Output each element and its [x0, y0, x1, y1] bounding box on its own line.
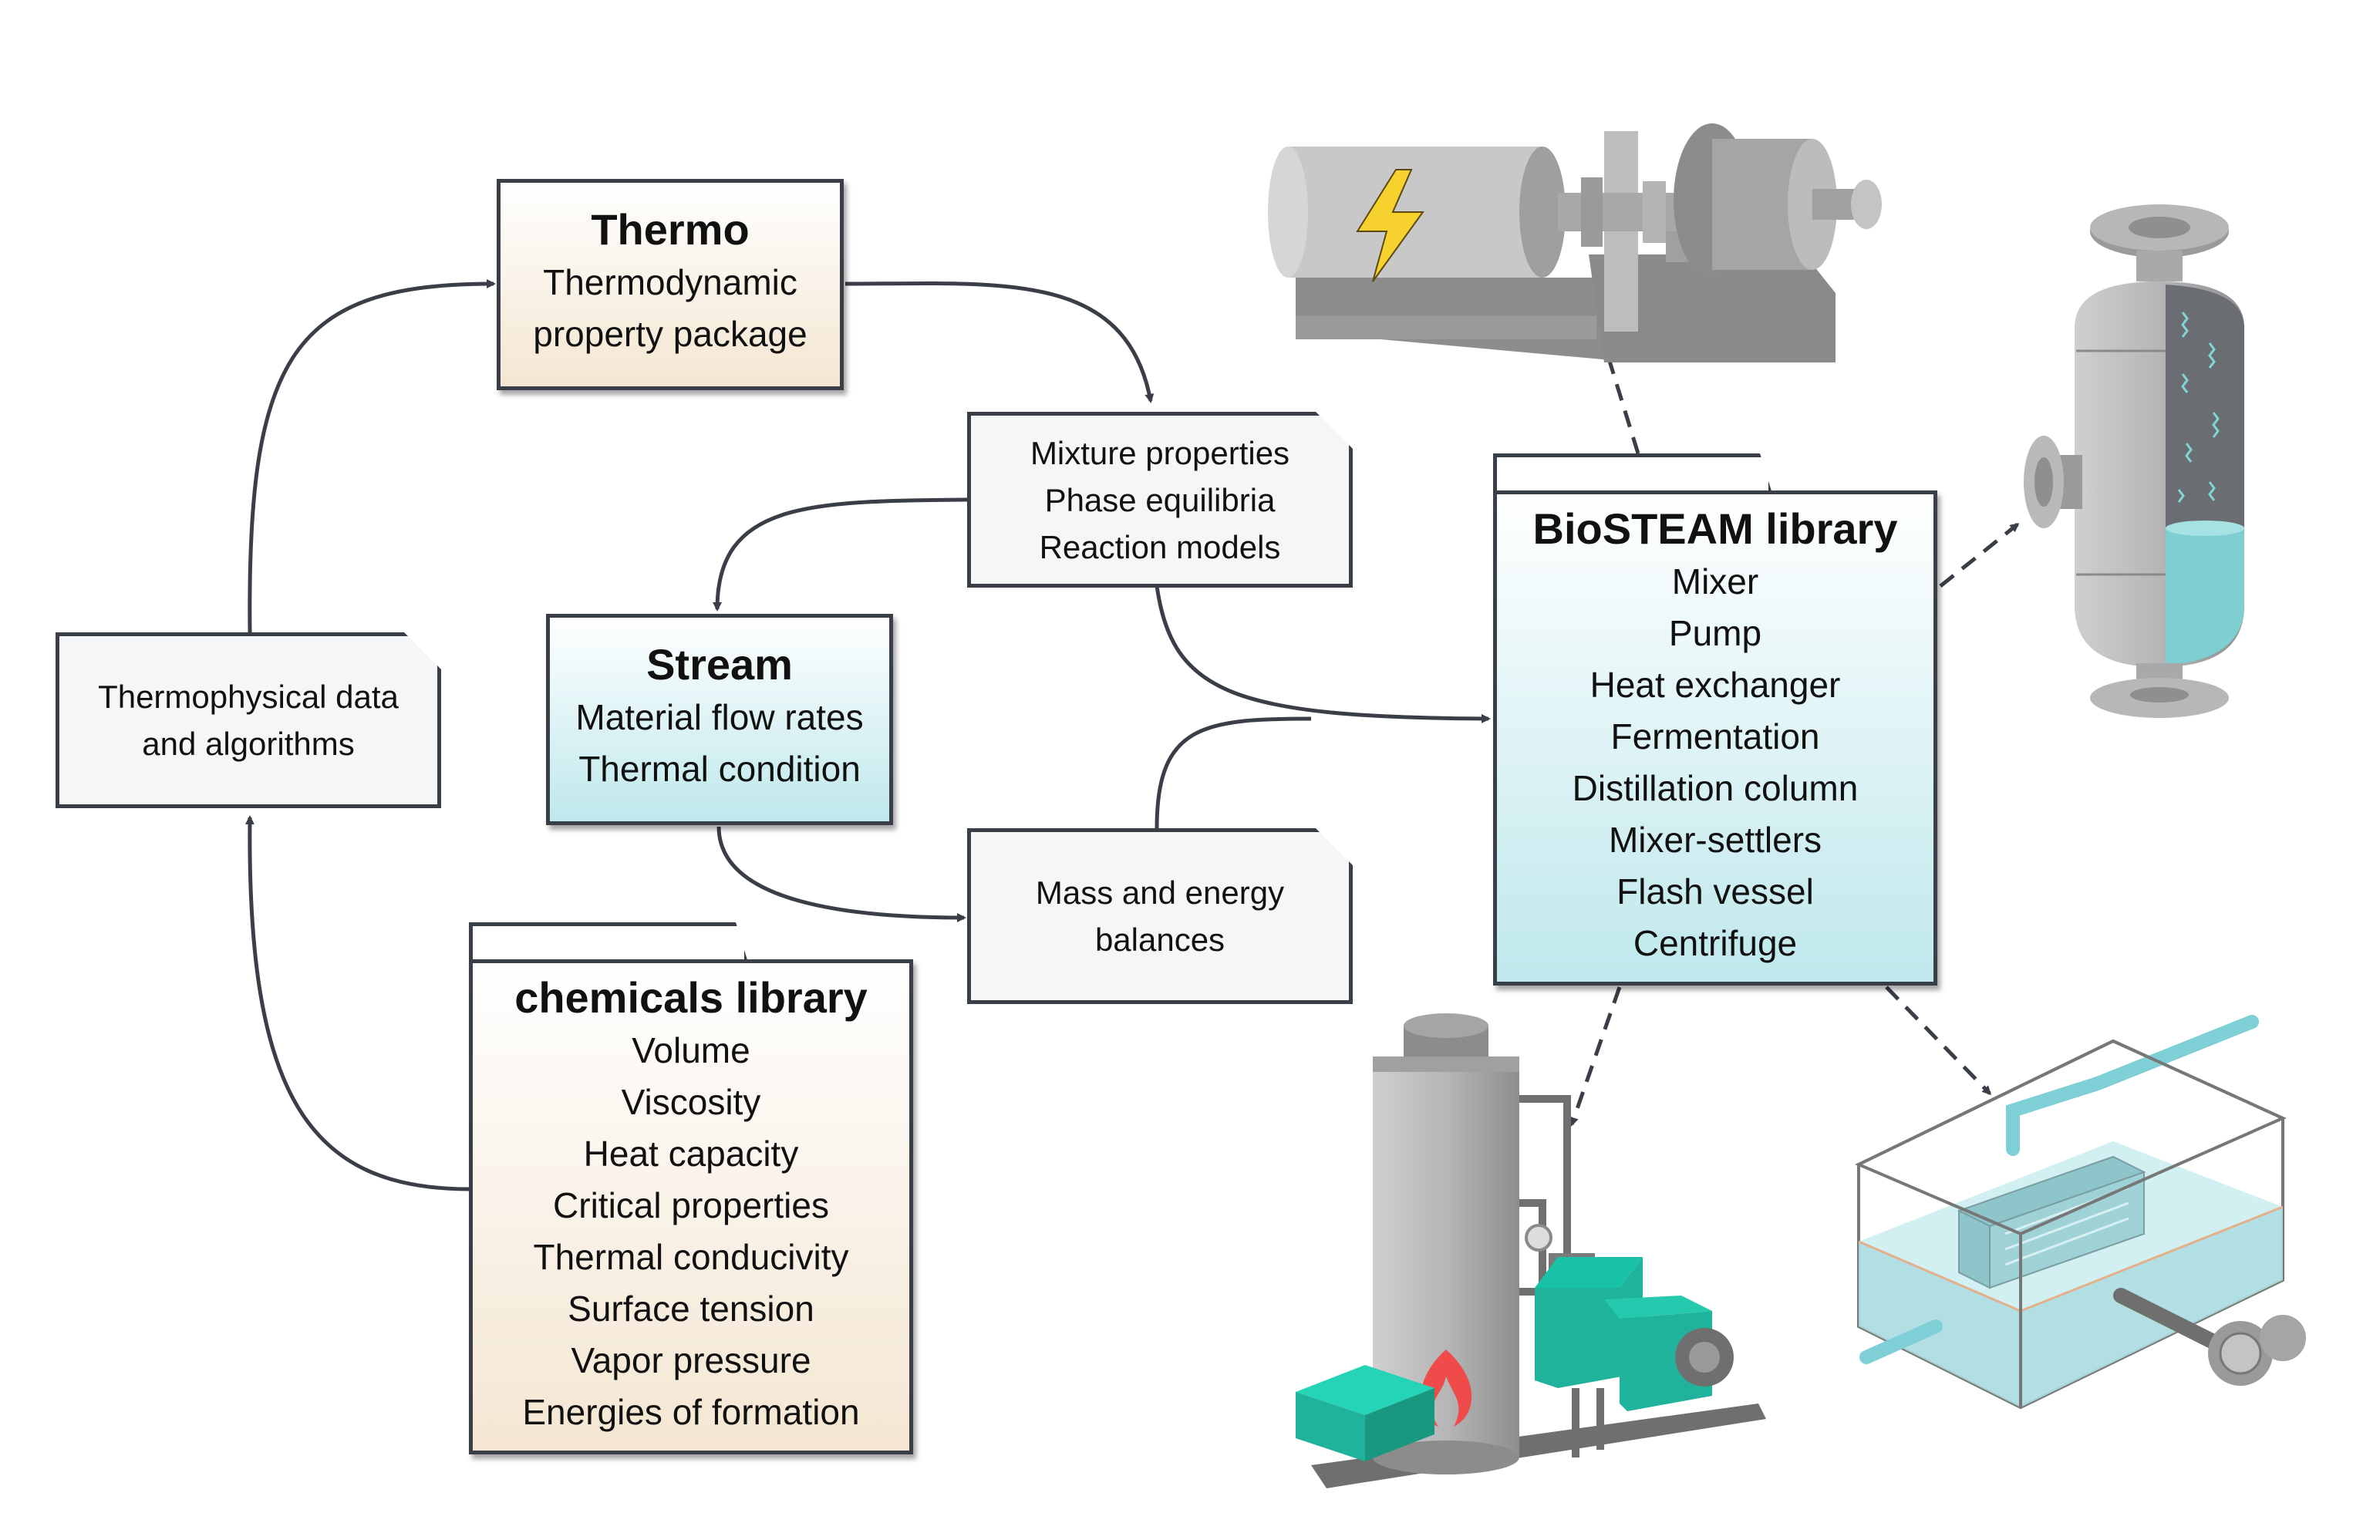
flash-vessel-illustration	[2024, 204, 2244, 718]
chemicals-item: Heat capacity	[583, 1134, 799, 1174]
lightning-icon	[1356, 169, 1424, 282]
mixer-settler-tank-illustration	[1855, 1015, 2306, 1410]
dashed-connector-to-settler	[1885, 986, 1992, 1096]
dashed-connector-to-boiler	[1569, 986, 1622, 1127]
chemicals-library-title: chemicals library	[514, 973, 868, 1022]
biosteam-library-box: BioSTEAM library Mixer Pump Heat exchang…	[1493, 490, 1937, 986]
thermo-title: Thermo	[591, 205, 750, 254]
biosteam-item: Mixer-settlers	[1608, 820, 1822, 860]
thermo-line-1: Thermodynamic	[543, 262, 797, 302]
biosteam-item: Mixer	[1671, 561, 1759, 602]
connector-thermophysical-to-thermo	[248, 279, 496, 633]
dashed-connector-to-pump	[1603, 346, 1640, 454]
biosteam-library-tab	[1493, 453, 1772, 494]
thermophysical-note: Thermophysical data and algorithms	[56, 632, 441, 808]
stream-title: Stream	[646, 640, 793, 689]
connector-mixture-to-stream	[713, 497, 969, 612]
dashed-connector-to-flash-vessel	[1939, 523, 2020, 588]
chemicals-item: Viscosity	[621, 1082, 761, 1122]
connector-balances-to-biosteam	[1155, 716, 1312, 829]
pump-motor-illustration	[1268, 123, 1882, 362]
connector-mixture-to-biosteam	[1155, 585, 1491, 723]
stream-line-2: Thermal condition	[578, 749, 861, 789]
chemicals-item: Surface tension	[568, 1289, 814, 1329]
chemicals-item: Critical properties	[553, 1185, 829, 1225]
biosteam-item: Distillation column	[1572, 768, 1859, 808]
boiler-illustration	[1296, 1013, 1766, 1488]
biosteam-item: Heat exchanger	[1589, 665, 1841, 705]
biosteam-item: Centrifuge	[1633, 923, 1798, 963]
connector-thermo-to-mixture	[844, 281, 1155, 403]
thermo-line-2: property package	[533, 314, 807, 354]
chemicals-library-box: chemicals library Volume Viscosity Heat …	[469, 959, 913, 1454]
mixture-line-3: Reaction models	[1039, 528, 1281, 565]
chemicals-item: Thermal conducivity	[533, 1237, 849, 1277]
thermophysical-line-1: Thermophysical data	[98, 679, 399, 715]
mixture-line-1: Mixture properties	[1030, 434, 1290, 471]
balances-line-1: Mass and energy	[1035, 874, 1285, 911]
flame-icon	[1420, 1350, 1472, 1427]
biosteam-item: Pump	[1668, 613, 1762, 653]
mixture-properties-note: Mixture properties Phase equilibria Reac…	[967, 412, 1353, 588]
thermo-box: Thermo Thermodynamic property package	[497, 179, 844, 390]
stream-box: Stream Material flow rates Thermal condi…	[546, 614, 893, 825]
balances-line-2: balances	[1094, 922, 1225, 958]
stream-line-1: Material flow rates	[575, 697, 864, 737]
chemicals-item: Energies of formation	[522, 1392, 860, 1432]
balances-note: Mass and energy balances	[967, 828, 1353, 1004]
thermophysical-line-2: and algorithms	[142, 726, 355, 762]
biosteam-item: Fermentation	[1610, 716, 1820, 757]
connector-stream-to-balances	[716, 826, 966, 922]
chemicals-item: Volume	[632, 1030, 750, 1070]
chemicals-library-tab	[469, 922, 748, 962]
biosteam-library-title: BioSTEAM library	[1532, 504, 1898, 553]
connector-chemicals-to-thermophysical	[244, 815, 470, 1191]
mixture-line-2: Phase equilibria	[1044, 481, 1276, 518]
biosteam-item: Flash vessel	[1616, 871, 1814, 912]
chemicals-item: Vapor pressure	[571, 1340, 811, 1380]
